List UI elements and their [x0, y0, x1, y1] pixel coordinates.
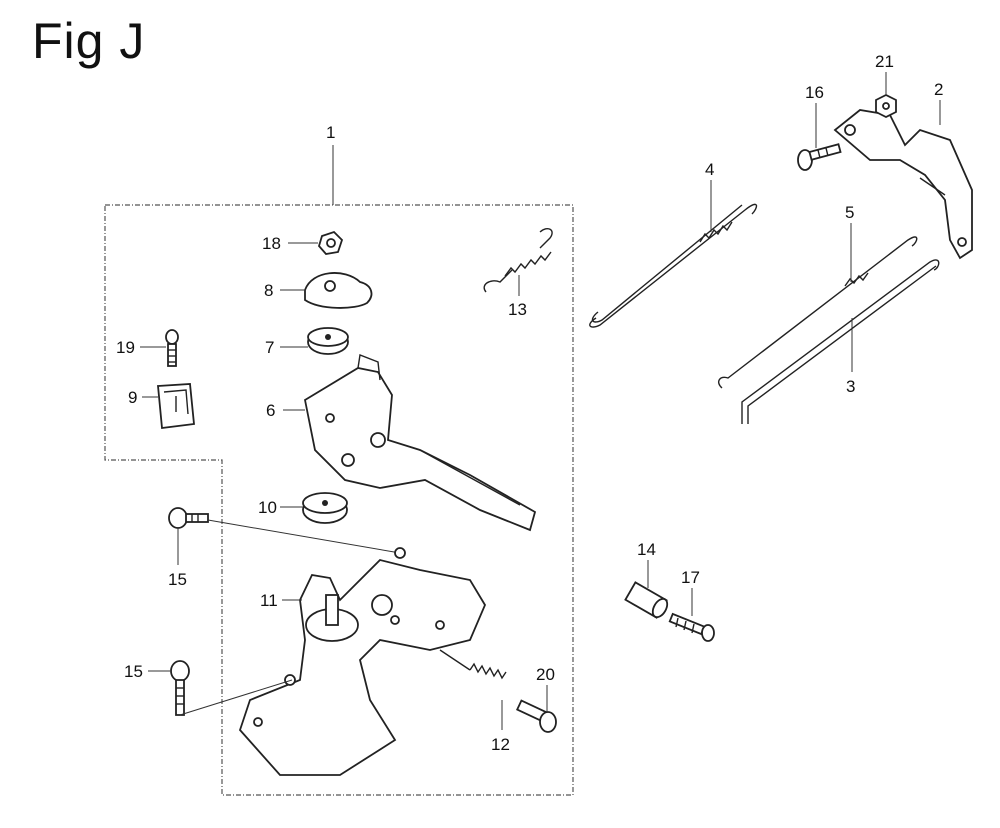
callout-2: 2 [934, 80, 943, 99]
callout-10: 10 [258, 498, 277, 517]
callout-7: 7 [265, 338, 274, 357]
callout-5: 5 [845, 203, 854, 222]
callout-17: 17 [681, 568, 700, 587]
callout-12: 12 [491, 735, 510, 754]
part-20-screw [516, 699, 557, 733]
callout-21: 21 [875, 52, 894, 71]
part-3-rod [741, 259, 940, 424]
part-13-spring [483, 228, 553, 293]
part-18-nut [317, 230, 344, 255]
callout-6: 6 [266, 401, 275, 420]
assembly-frame [104, 204, 574, 796]
callout-16: 16 [805, 83, 824, 102]
part-16-bolt [797, 143, 842, 171]
part-17-bolt [668, 612, 715, 642]
callout-1: 1 [326, 123, 335, 142]
part-9-clip [157, 383, 195, 430]
part-6-arm [303, 354, 537, 532]
callout-20: 20 [536, 665, 555, 684]
part-7-washer [307, 327, 349, 355]
callout-15-lower: 15 [124, 662, 143, 681]
callout-11: 11 [260, 591, 278, 610]
part-8-plate [304, 272, 373, 309]
figure-title: Fig J [32, 13, 146, 69]
part-4-rod [589, 203, 758, 328]
part-21-nut [875, 93, 897, 119]
part-12-spring [439, 649, 507, 680]
callout-8: 8 [264, 281, 273, 300]
part-5-rod [718, 236, 918, 389]
part-11-bracket [238, 547, 487, 776]
part-19-bolt [165, 329, 179, 367]
part-2-lever [833, 109, 973, 260]
callout-14: 14 [637, 540, 656, 559]
callout-18: 18 [262, 234, 281, 253]
part-15-bolt-upper [168, 507, 209, 529]
callout-4: 4 [705, 160, 714, 179]
part-15-bolt-lower [170, 660, 190, 716]
callout-3: 3 [846, 377, 855, 396]
part-14-collar [624, 581, 669, 619]
part-10-washer [302, 492, 348, 524]
callout-15-upper: 15 [168, 570, 187, 589]
callout-19: 19 [116, 338, 135, 357]
callout-9: 9 [128, 388, 137, 407]
callout-13: 13 [508, 300, 527, 319]
